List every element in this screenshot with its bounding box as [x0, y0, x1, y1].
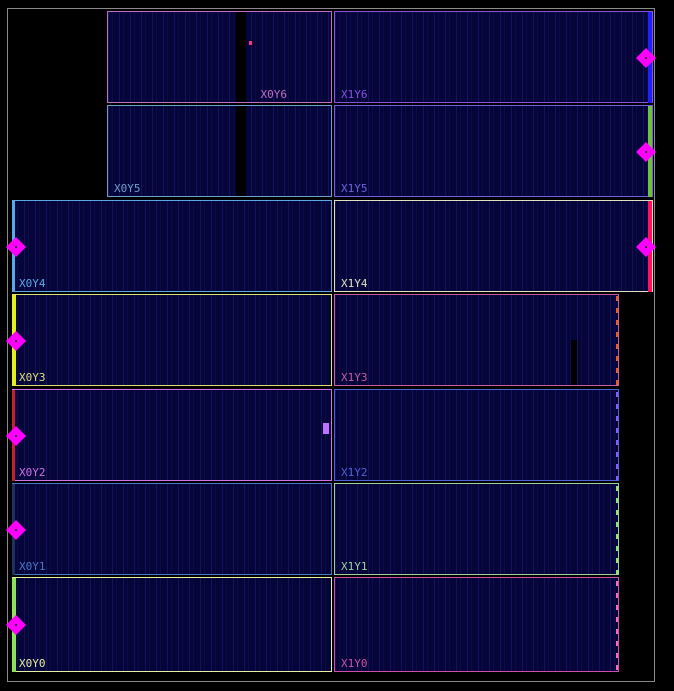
diamond-marker-icon[interactable] — [636, 237, 656, 257]
clock-region-x1y5[interactable]: X1Y5 — [334, 105, 653, 197]
diamond-marker-icon[interactable] — [6, 237, 26, 257]
region-label: X0Y1 — [19, 560, 46, 573]
region-label: X0Y5 — [114, 182, 141, 195]
region-label: X0Y0 — [19, 657, 46, 670]
region-label: X0Y4 — [19, 277, 46, 290]
diamond-marker-icon[interactable] — [6, 520, 26, 540]
clock-region-x0y2[interactable]: X0Y2 — [12, 389, 332, 481]
clock-region-x0y0[interactable]: X0Y0 — [12, 577, 332, 672]
clock-region-x0y3[interactable]: X0Y3 — [12, 294, 332, 386]
diamond-marker-icon[interactable] — [636, 48, 656, 68]
diamond-marker-icon[interactable] — [636, 142, 656, 162]
dark-column — [236, 12, 246, 102]
io-dash-bar — [616, 392, 618, 480]
dark-column — [236, 106, 246, 196]
dark-column — [571, 340, 577, 385]
region-label: X1Y4 — [341, 277, 368, 290]
clock-region-x0y5[interactable]: X0Y5 — [107, 105, 332, 197]
clock-region-x0y1[interactable]: X0Y1 — [12, 483, 332, 575]
region-label: X1Y6 — [341, 88, 368, 101]
clock-region-x1y4[interactable]: X1Y4 — [334, 200, 653, 292]
placed-cell-marker[interactable] — [323, 423, 329, 434]
region-label: X1Y5 — [341, 182, 368, 195]
clock-region-x0y4[interactable]: X0Y4 — [12, 200, 332, 292]
region-label: X0Y3 — [19, 371, 46, 384]
diamond-marker-icon[interactable] — [6, 426, 26, 446]
region-label: X1Y1 — [341, 560, 368, 573]
region-label: X1Y0 — [341, 657, 368, 670]
region-label: X1Y3 — [341, 371, 368, 384]
diamond-marker-icon[interactable] — [6, 331, 26, 351]
diamond-marker-icon[interactable] — [6, 615, 26, 635]
clock-region-x1y2[interactable]: X1Y2 — [334, 389, 619, 481]
clock-region-x1y3[interactable]: X1Y3 — [334, 294, 619, 386]
clock-region-x1y6[interactable]: X1Y6 — [334, 11, 653, 103]
region-label: X0Y2 — [19, 466, 46, 479]
clock-region-x1y1[interactable]: X1Y1 — [334, 483, 619, 575]
io-dash-bar — [616, 486, 618, 574]
region-label: X0Y6 — [260, 88, 288, 101]
device-outline — [7, 8, 655, 682]
clock-region-x1y0[interactable]: X1Y0 — [334, 577, 619, 672]
clock-region-x0y6[interactable]: X0Y6 — [107, 11, 332, 103]
io-dash-bar — [616, 581, 618, 671]
region-label: X1Y2 — [341, 466, 368, 479]
placed-cell-marker[interactable] — [249, 41, 252, 45]
io-dash-bar — [616, 296, 618, 386]
